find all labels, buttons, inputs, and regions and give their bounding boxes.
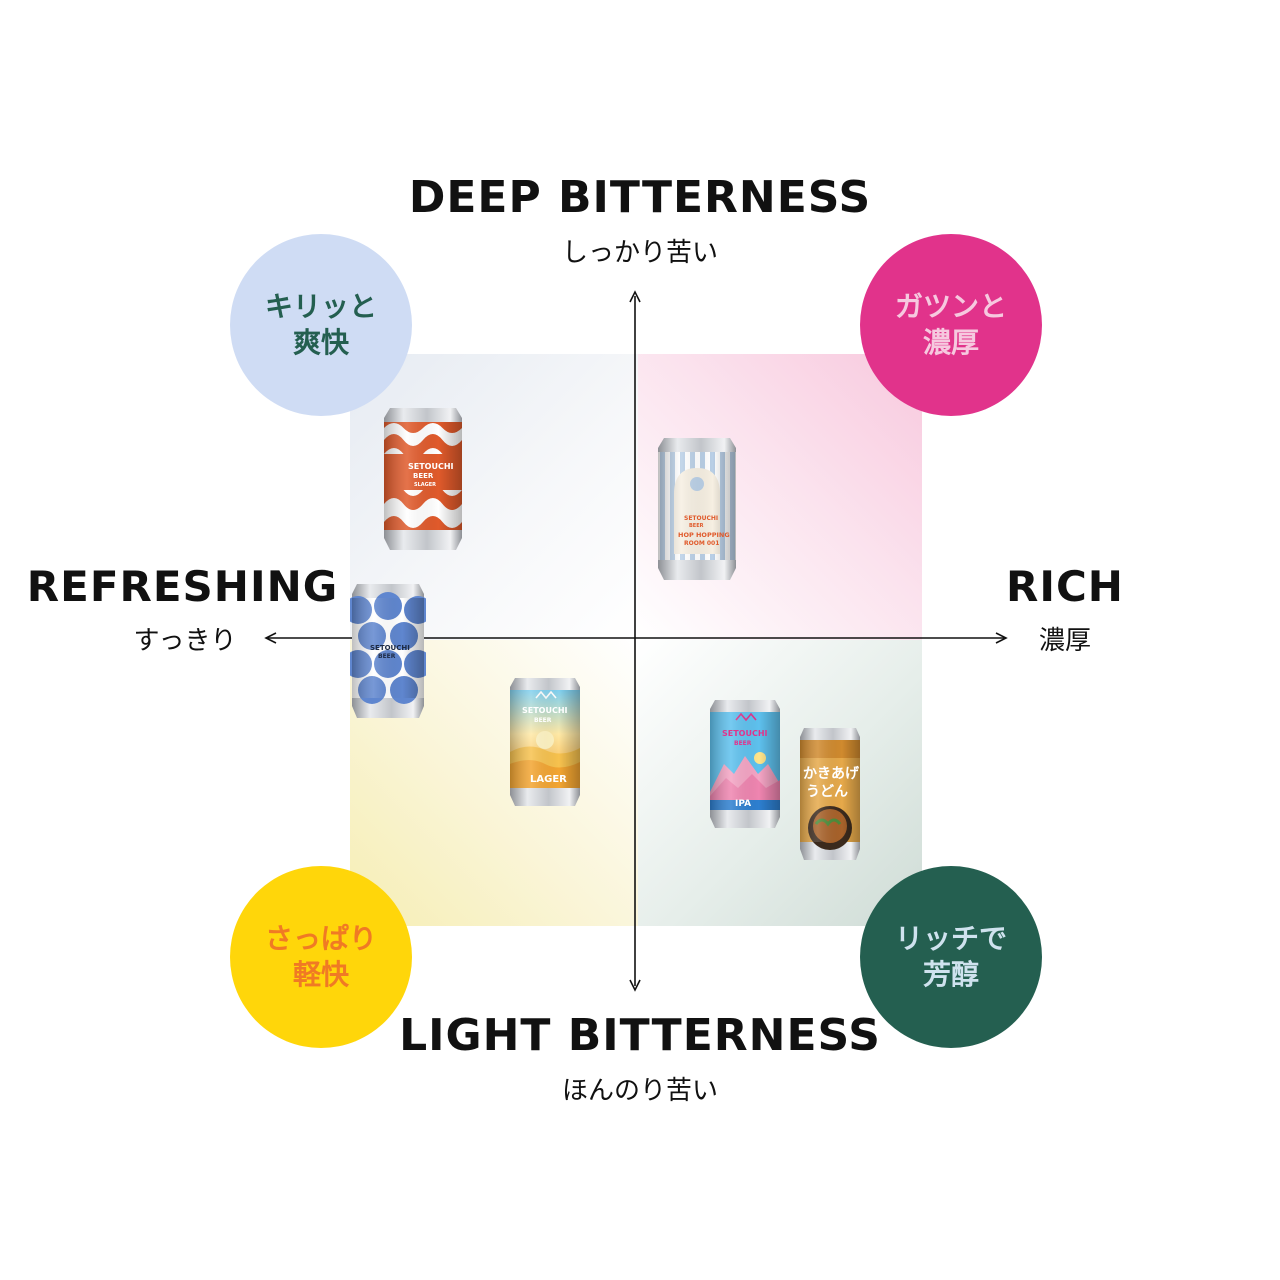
can-lager-brand1: SETOUCHI xyxy=(522,706,568,715)
badge-bottom-left-line2: 軽快 xyxy=(292,958,349,991)
can-dots: SETOUCHI BEER xyxy=(350,584,426,718)
can-hop-brand2: BEER xyxy=(689,523,704,529)
badge-bottom-right: リッチで 芳醇 xyxy=(860,866,1042,1048)
can-hop-name2: ROOM 001 xyxy=(684,540,719,547)
can-wave-brand1: SETOUCHI xyxy=(408,462,454,471)
vertical-axis-bottom-arrowhead xyxy=(629,979,641,992)
can-udon-name1: かきあげ xyxy=(803,766,860,782)
can-ipa-name: IPA xyxy=(735,799,751,809)
can-udon-name2: うどん xyxy=(806,784,848,800)
axis-right-title: RICH xyxy=(1006,562,1124,611)
can-kakiage-udon: かきあげ うどん xyxy=(798,728,862,860)
axis-top-title: DEEP BITTERNESS xyxy=(408,172,872,223)
can-wave-brand2: BEER xyxy=(413,472,434,480)
can-ipa-brand2: BEER xyxy=(734,740,752,747)
can-lager-brand2: BEER xyxy=(534,717,552,724)
badge-top-left-line1: キリッと xyxy=(264,290,377,323)
axis-left-subtitle: すっきり xyxy=(133,626,237,656)
vertical-axis-top-arrowhead xyxy=(629,290,641,303)
badge-bottom-right-line2: 芳醇 xyxy=(922,958,979,991)
badge-top-left-line2: 爽快 xyxy=(292,326,349,359)
can-wave-slager: SETOUCHI BEER SLAGER xyxy=(382,408,464,550)
horizontal-axis-right-arrowhead xyxy=(995,632,1008,644)
can-wave-name: SLAGER xyxy=(414,482,436,488)
axis-bottom-title: LIGHT BITTERNESS xyxy=(399,1010,881,1061)
badge-top-right: ガツンと 濃厚 xyxy=(860,234,1042,416)
axis-bottom-subtitle: ほんのり苦い xyxy=(561,1076,718,1106)
can-hop-brand1: SETOUCHI xyxy=(684,515,718,522)
badge-top-right-line2: 濃厚 xyxy=(922,326,979,359)
badge-top-right-line1: ガツンと xyxy=(894,290,1007,323)
can-hop-hopping: SETOUCHI BEER HOP HOPPING ROOM 001 xyxy=(656,438,738,580)
can-lager: SETOUCHI BEER LAGER xyxy=(508,678,582,806)
axis-top-subtitle: しっかり苦い xyxy=(561,238,718,268)
axis-left-title: REFRESHING xyxy=(26,562,339,611)
badge-bottom-right-line1: リッチで xyxy=(894,922,1007,955)
can-lager-name: LAGER xyxy=(530,774,567,785)
horizontal-axis-left-arrowhead xyxy=(264,632,277,644)
badge-bottom-left-line1: さっぱり xyxy=(264,922,377,955)
can-hop-name1: HOP HOPPING xyxy=(678,531,730,539)
badge-top-left: キリッと 爽快 xyxy=(230,234,412,416)
can-ipa-brand1: SETOUCHI xyxy=(722,729,768,738)
badge-bottom-left: さっぱり 軽快 xyxy=(230,866,412,1048)
axis-right-subtitle: 濃厚 xyxy=(1038,626,1091,656)
can-ipa: SETOUCHI BEER IPA xyxy=(708,700,782,828)
can-dots-brand2: BEER xyxy=(378,653,396,660)
can-dots-brand1: SETOUCHI xyxy=(370,644,410,652)
